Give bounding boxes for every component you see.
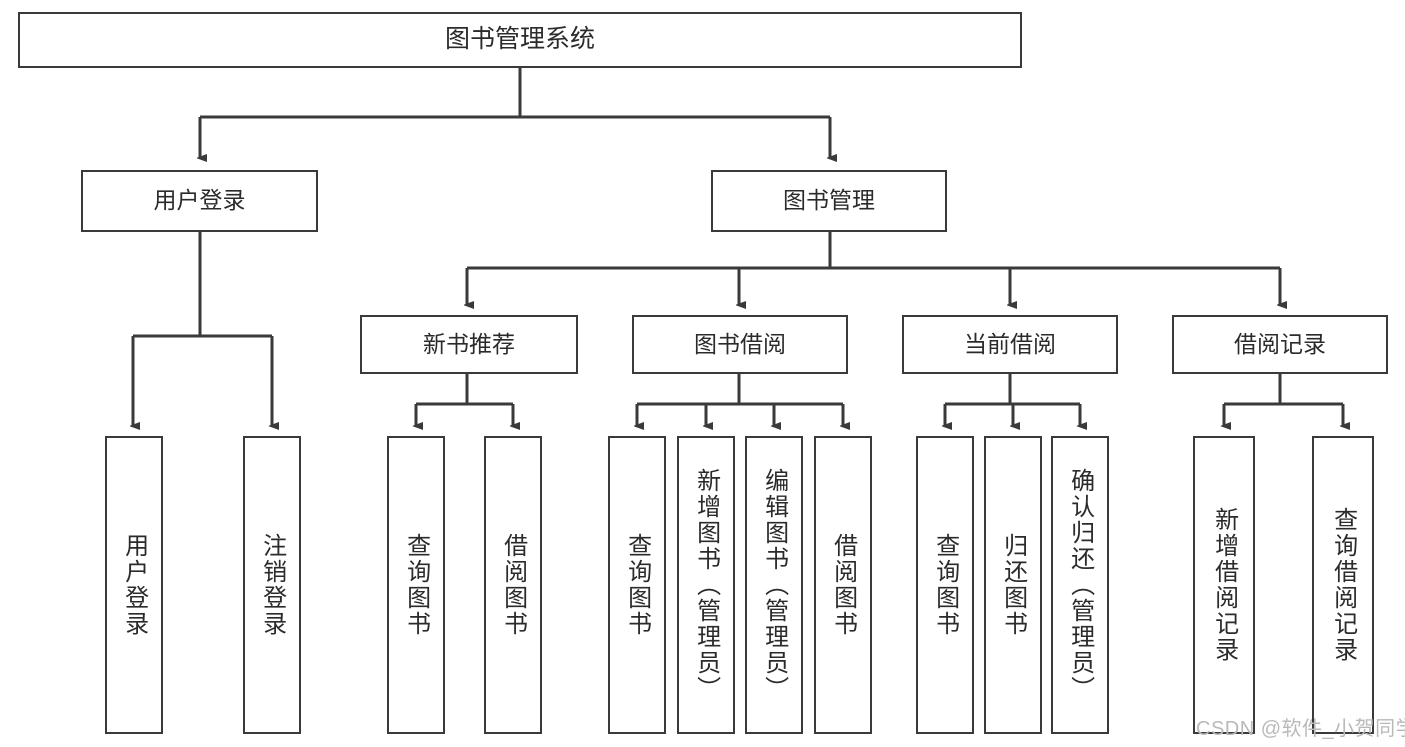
node-leaf-query-book-2[interactable]: 查询图书 — [608, 436, 666, 734]
node-leaf-query-record[interactable]: 查询借阅记录 — [1312, 436, 1374, 734]
node-leaf-edit-book-label: 编辑图书（管理员） — [760, 468, 788, 702]
node-current-borrow-label: 当前借阅 — [964, 330, 1056, 357]
node-borrow-record-label: 借阅记录 — [1234, 330, 1326, 357]
node-book-borrow[interactable]: 图书借阅 — [632, 315, 848, 374]
node-user-login[interactable]: 用户登录 — [81, 170, 318, 232]
node-leaf-query-book-1[interactable]: 查询图书 — [387, 436, 445, 734]
node-leaf-return-book[interactable]: 归还图书 — [984, 436, 1042, 734]
node-leaf-logout[interactable]: 注销登录 — [243, 436, 301, 734]
node-leaf-query-book-2-label: 查询图书 — [623, 533, 651, 637]
node-leaf-query-book-3-label: 查询图书 — [931, 533, 959, 637]
node-book-management[interactable]: 图书管理 — [711, 170, 947, 232]
node-leaf-user-login[interactable]: 用户登录 — [105, 436, 163, 734]
node-leaf-add-record-label: 新增借阅记录 — [1210, 507, 1238, 663]
node-leaf-confirm-return[interactable]: 确认归还（管理员） — [1051, 436, 1109, 734]
node-root-label: 图书管理系统 — [444, 25, 595, 54]
node-leaf-borrow-book-1[interactable]: 借阅图书 — [484, 436, 542, 734]
node-leaf-return-book-label: 归还图书 — [999, 533, 1027, 637]
node-leaf-add-book[interactable]: 新增图书（管理员） — [677, 436, 735, 734]
node-leaf-user-login-label: 用户登录 — [120, 533, 148, 637]
node-root[interactable]: 图书管理系统 — [18, 12, 1022, 68]
node-user-login-label: 用户登录 — [153, 187, 246, 214]
node-new-book-recommend[interactable]: 新书推荐 — [360, 315, 578, 374]
node-leaf-query-book-1-label: 查询图书 — [402, 533, 430, 637]
node-new-book-recommend-label: 新书推荐 — [423, 330, 515, 357]
node-book-management-label: 图书管理 — [783, 187, 875, 214]
node-leaf-confirm-return-label: 确认归还（管理员） — [1066, 468, 1094, 702]
node-leaf-query-record-label: 查询借阅记录 — [1329, 507, 1357, 663]
node-leaf-borrow-book-2[interactable]: 借阅图书 — [814, 436, 872, 734]
node-leaf-add-record[interactable]: 新增借阅记录 — [1193, 436, 1255, 734]
node-leaf-borrow-book-1-label: 借阅图书 — [499, 533, 527, 637]
node-borrow-record[interactable]: 借阅记录 — [1172, 315, 1388, 374]
node-leaf-edit-book[interactable]: 编辑图书（管理员） — [745, 436, 803, 734]
node-leaf-borrow-book-2-label: 借阅图书 — [829, 533, 857, 637]
node-leaf-query-book-3[interactable]: 查询图书 — [916, 436, 974, 734]
node-leaf-logout-label: 注销登录 — [258, 533, 286, 637]
node-leaf-add-book-label: 新增图书（管理员） — [692, 468, 720, 702]
node-current-borrow[interactable]: 当前借阅 — [902, 315, 1118, 374]
node-book-borrow-label: 图书借阅 — [694, 330, 786, 357]
